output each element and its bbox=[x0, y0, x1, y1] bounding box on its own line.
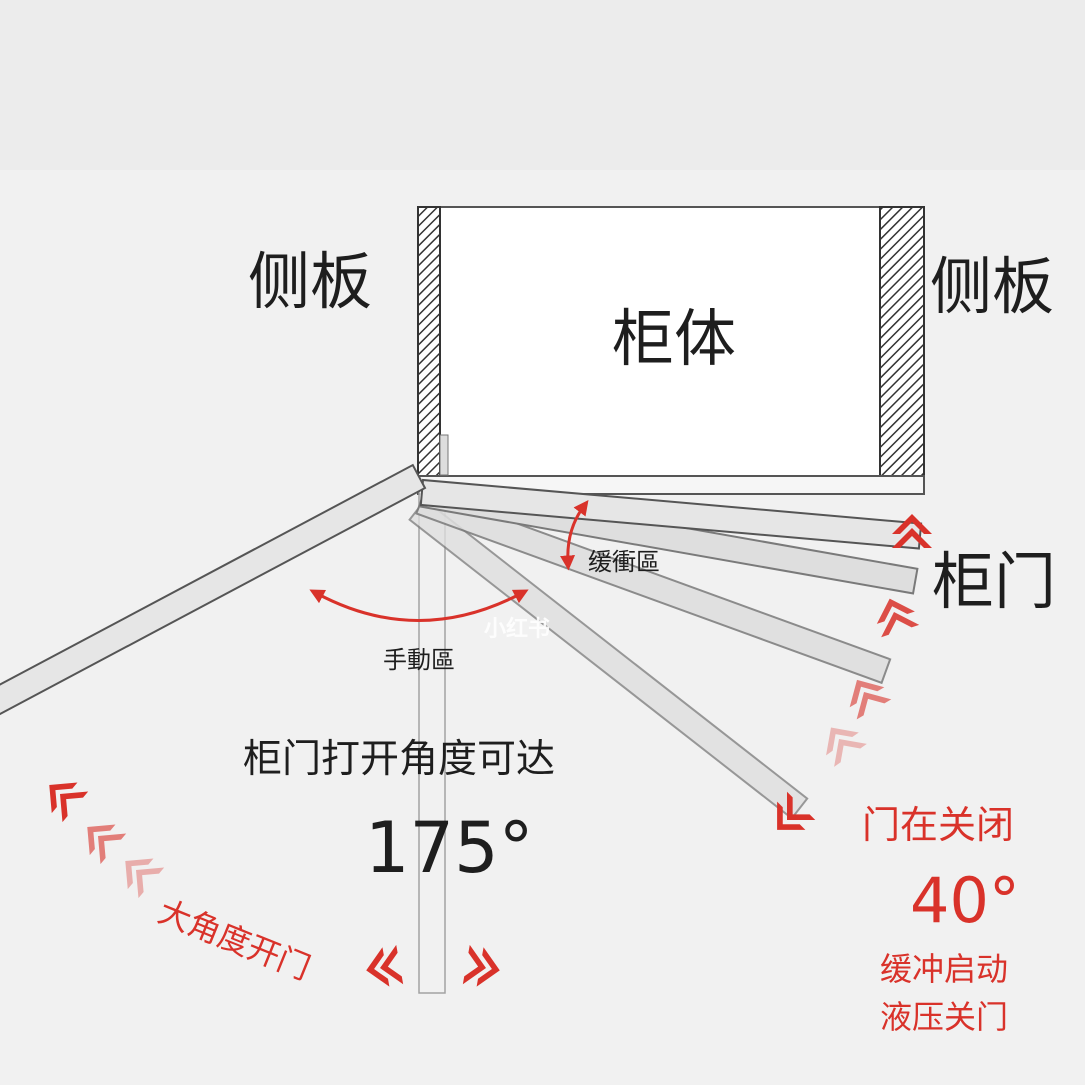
soft-start-line2: 液压关门 bbox=[880, 998, 1008, 1036]
manual-zone-label: 手動區 bbox=[383, 646, 455, 674]
door-wide-open bbox=[0, 463, 427, 718]
side-panel-left-label: 侧板 bbox=[248, 245, 372, 318]
soft-start-line1: 缓冲启动 bbox=[880, 950, 1008, 988]
cabinet-body-label: 柜体 bbox=[612, 302, 736, 375]
side-panel-right-hatch bbox=[879, 206, 925, 480]
closing-text: 门在关闭 bbox=[862, 803, 1014, 847]
door-open-90 bbox=[418, 487, 446, 994]
watermark: 小红书 bbox=[484, 616, 550, 642]
closing-angle-value: 40° bbox=[910, 864, 1020, 937]
side-panel-left-hatch bbox=[417, 206, 441, 480]
cabinet-door-label: 柜门 bbox=[932, 545, 1056, 618]
buffer-zone-arrow bbox=[560, 499, 589, 571]
buffer-zone-label: 缓衝區 bbox=[588, 548, 660, 576]
manual-zone-arrow bbox=[309, 589, 529, 622]
opening-angle-value: 175° bbox=[365, 807, 534, 889]
hinge-plate bbox=[439, 434, 449, 476]
opening-angle-text: 柜门打开角度可达 bbox=[243, 737, 555, 782]
background-top-band bbox=[0, 0, 1085, 170]
cabinet-body-outline bbox=[439, 206, 881, 478]
side-panel-right-label: 侧板 bbox=[930, 250, 1054, 323]
